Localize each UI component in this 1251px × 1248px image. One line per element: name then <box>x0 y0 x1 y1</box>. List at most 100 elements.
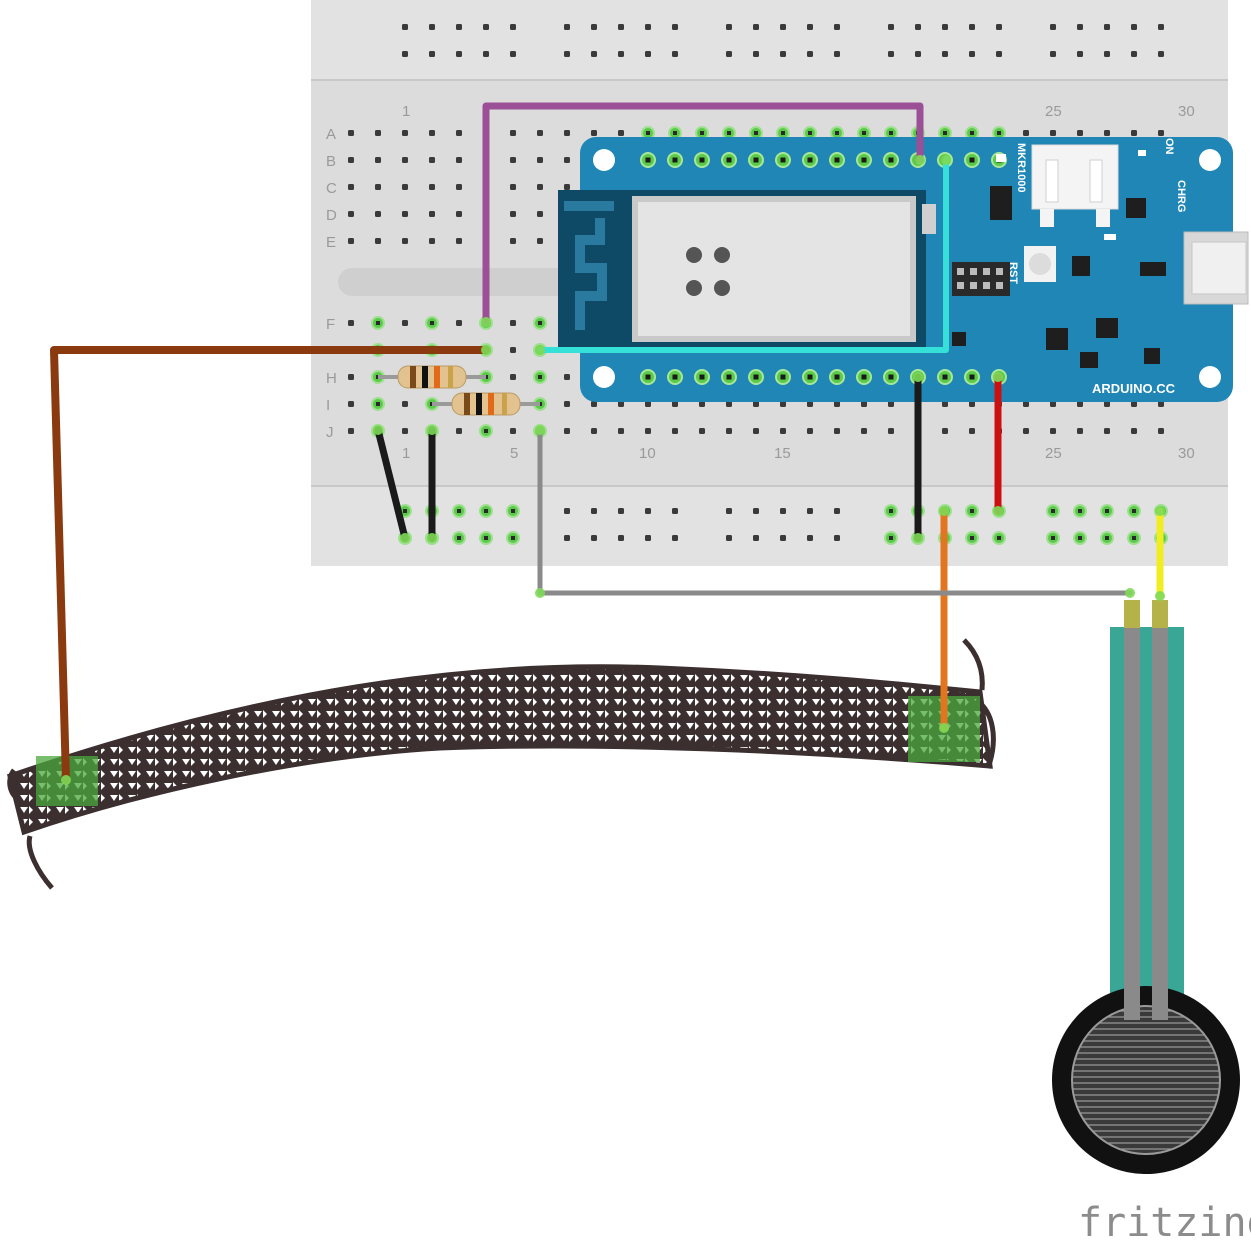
breadboard-hole <box>402 428 408 434</box>
board-site-label: ARDUINO.CC <box>1092 381 1176 396</box>
wire-brown[interactable] <box>50 346 490 784</box>
header-pin-center <box>807 374 813 380</box>
wire-endpoint <box>993 372 1003 382</box>
wire-endpoint <box>1125 588 1135 598</box>
breadboard-hole <box>1077 130 1083 136</box>
breadboard-hole <box>402 211 408 217</box>
breadboard-hole <box>699 428 705 434</box>
power-rail-hole <box>942 24 948 30</box>
connected-hole-center <box>457 509 461 513</box>
power-rail-hole <box>807 508 813 514</box>
breadboard-hole <box>402 238 408 244</box>
breadboard-hole <box>780 401 786 407</box>
col-label-10-bottom: 10 <box>639 445 656 462</box>
resistor-2[interactable] <box>432 392 540 416</box>
wire-endpoint <box>939 506 949 516</box>
wire-endpoint <box>373 425 383 435</box>
connected-hole-center <box>727 131 731 135</box>
breadboard-hole <box>402 157 408 163</box>
col-label-1-top: 1 <box>402 103 410 120</box>
power-rail-hole <box>996 24 1002 30</box>
wire-endpoint <box>427 533 437 543</box>
breadboard-row-labels: A B C D E F H I J <box>326 126 337 441</box>
row-label-a: A <box>326 126 336 143</box>
reset-button[interactable] <box>1024 246 1056 282</box>
antenna-icon <box>564 201 614 330</box>
connected-hole-center <box>1132 536 1136 540</box>
power-rail-hole <box>402 24 408 30</box>
wire-endpoint <box>915 155 925 165</box>
header-pin-center <box>672 157 678 163</box>
arduino-mkr1000-board[interactable]: MKR1000 ON CHRG RST ARDUINO.CC <box>558 137 1249 402</box>
breadboard-hole <box>591 130 597 136</box>
breadboard-hole <box>591 401 597 407</box>
connected-hole-center <box>1051 509 1055 513</box>
breadboard-hole <box>456 238 462 244</box>
breadboard-hole <box>1104 401 1110 407</box>
connected-hole-center <box>835 131 839 135</box>
breadboard-hole <box>429 130 435 136</box>
connected-hole-center <box>808 131 812 135</box>
power-rail-hole <box>429 24 435 30</box>
row-label-d: D <box>326 207 337 224</box>
power-rail-hole <box>672 51 678 57</box>
connected-hole-center <box>1078 536 1082 540</box>
mounting-hole <box>593 366 615 388</box>
header-pin-center <box>780 157 786 163</box>
breadboard-hole <box>456 211 462 217</box>
power-rail-hole <box>672 24 678 30</box>
power-rail-hole <box>969 51 975 57</box>
header-pin-center <box>753 157 759 163</box>
power-rail-hole <box>780 535 786 541</box>
power-rail-hole <box>618 508 624 514</box>
icsp-header <box>952 262 1010 296</box>
power-rail-hole <box>915 51 921 57</box>
wire-cyan[interactable] <box>537 157 949 353</box>
breadboard-hole <box>591 428 597 434</box>
micro-usb-port[interactable] <box>1183 231 1249 305</box>
breadboard-hole <box>780 428 786 434</box>
breadboard-hole <box>456 320 462 326</box>
connected-hole-center <box>484 509 488 513</box>
power-rail-hole <box>969 24 975 30</box>
breadboard-hole <box>375 211 381 217</box>
power-rail-hole <box>1077 51 1083 57</box>
breadboard-hole <box>348 211 354 217</box>
header-pin-center <box>807 157 813 163</box>
wire-black-1[interactable] <box>374 426 409 542</box>
connected-hole-center <box>430 321 434 325</box>
power-rail-hole <box>645 508 651 514</box>
breadboard-hole <box>1050 428 1056 434</box>
header-pin-center <box>834 157 840 163</box>
breadboard-hole <box>510 374 516 380</box>
breadboard-hole <box>888 428 894 434</box>
power-rail-hole <box>591 508 597 514</box>
connected-hole-center <box>646 131 650 135</box>
header-pin-center <box>699 157 705 163</box>
breadboard-hole <box>537 211 543 217</box>
breadboard-hole <box>726 401 732 407</box>
breadboard-hole <box>564 157 570 163</box>
breadboard-hole <box>1104 428 1110 434</box>
breadboard-hole <box>456 130 462 136</box>
battery-connector <box>1031 144 1119 210</box>
row-label-c: C <box>326 180 337 197</box>
breadboard-hole <box>1023 428 1029 434</box>
connected-hole-center <box>457 536 461 540</box>
wire-purple[interactable] <box>482 102 924 326</box>
row-label-b: B <box>326 153 336 170</box>
breadboard-hole <box>1158 130 1164 136</box>
power-rail-hole <box>726 535 732 541</box>
resistor-1[interactable] <box>378 365 486 389</box>
power-rail-hole <box>618 24 624 30</box>
icsp-pin <box>996 268 1003 275</box>
breadboard-hole <box>1131 428 1137 434</box>
force-sensitive-resistor[interactable] <box>1052 600 1240 1174</box>
wire-endpoints <box>61 155 1165 785</box>
breadboard-hole <box>672 428 678 434</box>
connected-hole-center <box>1078 509 1082 513</box>
power-rail-hole <box>753 508 759 514</box>
col-label-30-top: 30 <box>1178 103 1195 120</box>
breadboard-hole <box>645 401 651 407</box>
conductive-fabric-strip <box>7 638 996 890</box>
